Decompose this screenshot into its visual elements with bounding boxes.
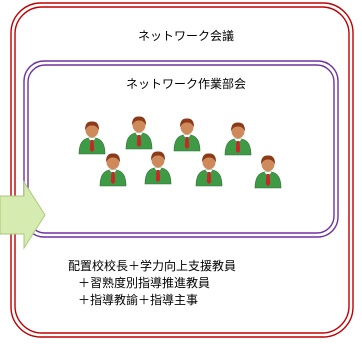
- inner-group-title: ネットワーク作業部会: [125, 77, 246, 91]
- member-list: 配置校校長＋学力向上支援教員 ＋習熟度別指導推進教員 ＋指導教諭＋指導主事: [68, 258, 236, 309]
- person-icon: [224, 122, 252, 156]
- person-icon: [99, 153, 127, 187]
- person-icon: [254, 155, 282, 189]
- member-line-3: ＋指導教諭＋指導主事: [78, 293, 199, 307]
- member-line-1: 配置校校長＋学力向上支援教員: [68, 259, 237, 273]
- people-group: [78, 116, 282, 189]
- outer-group-title: ネットワーク会議: [137, 29, 234, 43]
- arrow-right-icon: [0, 180, 46, 250]
- person-icon: [173, 118, 201, 152]
- outer-group-border: [10, 2, 354, 338]
- inner-group-border: [23, 60, 339, 238]
- person-icon: [144, 151, 172, 185]
- person-icon: [78, 121, 106, 155]
- person-icon: [195, 153, 223, 187]
- member-line-2: ＋習熟度別指導推進教員: [78, 276, 211, 290]
- person-icon: [125, 116, 153, 150]
